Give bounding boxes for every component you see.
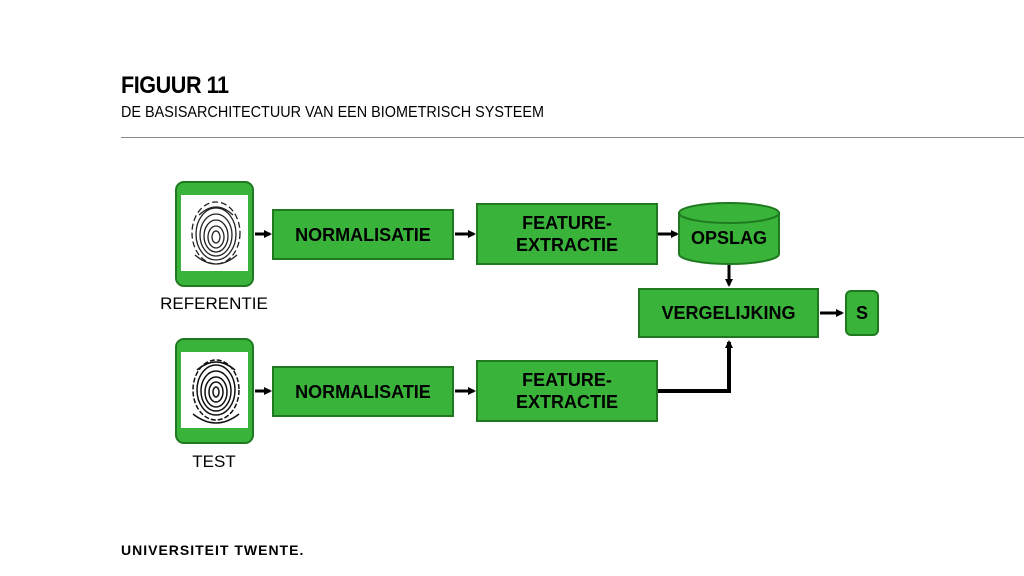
figure-title: FIGUUR 11	[121, 72, 229, 99]
fingerprint-icon	[192, 359, 240, 424]
fingerprint-icon	[191, 201, 241, 265]
reference-sensor	[175, 181, 254, 287]
feature-extractie-box-top: FEATURE- EXTRACTIE	[476, 203, 658, 265]
test-sensor	[175, 338, 254, 444]
figure-subtitle: DE BASISARCHITECTUUR VAN EEN BIOMETRISCH…	[121, 104, 544, 121]
vergelijking-box: VERGELIJKING	[638, 288, 819, 338]
vergelijking-label: VERGELIJKING	[661, 303, 796, 323]
feature-label-line1: FEATURE-	[522, 370, 612, 390]
normalisatie-label: NORMALISATIE	[295, 381, 431, 402]
header-divider	[121, 137, 1024, 138]
test-caption: TEST	[192, 452, 236, 471]
normalisatie-box-bottom: NORMALISATIE	[272, 366, 454, 417]
score-box: S	[845, 290, 879, 336]
feature-label-line2: EXTRACTIE	[515, 235, 618, 255]
feature-extractie-box-bottom: FEATURE- EXTRACTIE	[476, 360, 658, 422]
normalisatie-label: NORMALISATIE	[295, 224, 431, 245]
reference-caption: REFERENTIE	[160, 294, 268, 313]
feature-label-line1: FEATURE-	[522, 213, 612, 233]
feature-label-line2: EXTRACTIE	[515, 392, 618, 412]
opslag-label: OPSLAG	[690, 228, 767, 248]
normalisatie-box-top: NORMALISATIE	[272, 209, 454, 260]
arrow-feature-bottom-to-vergelijking	[658, 340, 733, 393]
university-logo-text: UNIVERSITEIT TWENTE.	[121, 542, 305, 558]
score-label: S	[855, 303, 868, 323]
